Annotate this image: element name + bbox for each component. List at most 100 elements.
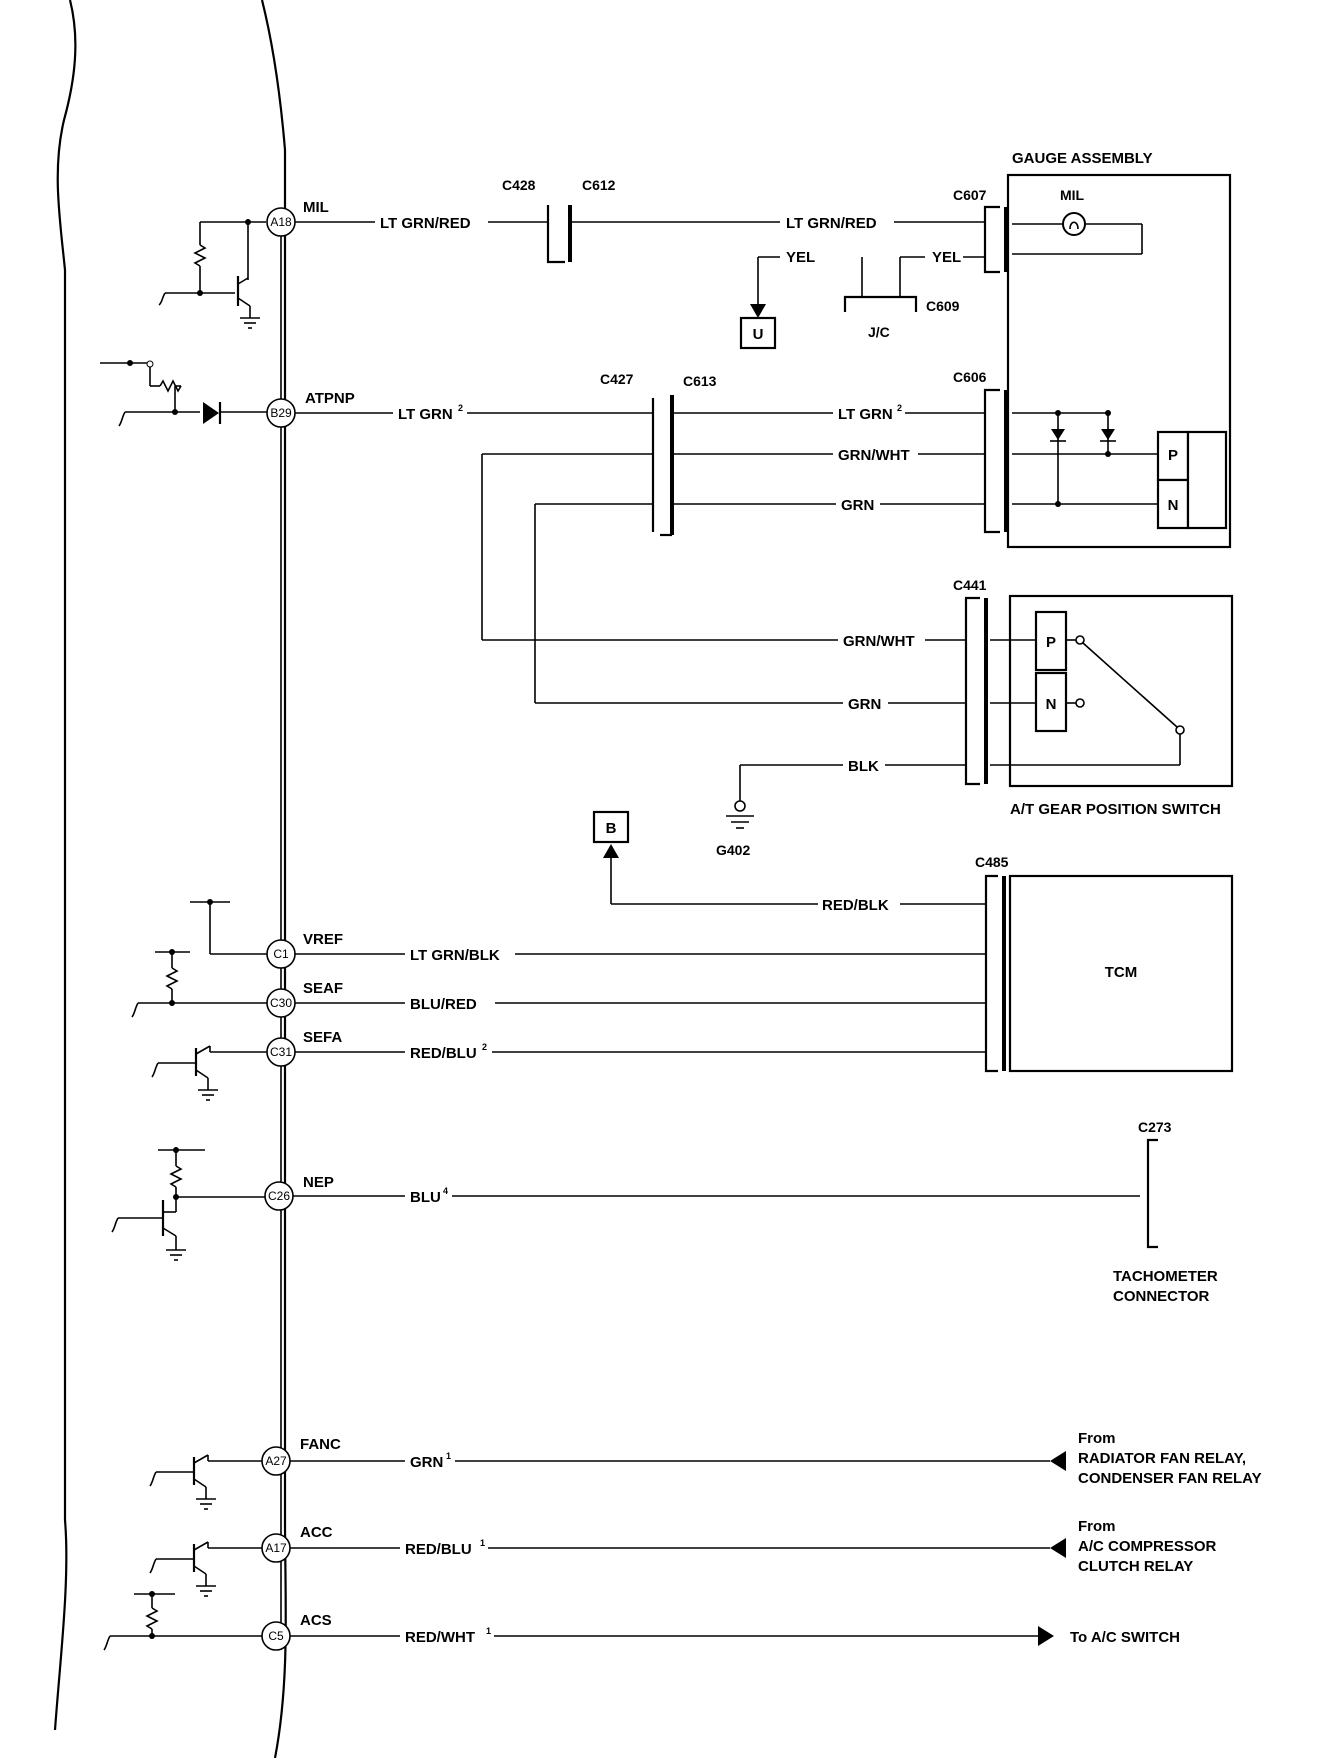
connector-c609: C609 [926,298,960,314]
ground-g402-icon [734,800,746,812]
b-reference-label: B [606,820,617,837]
mil-driver-circuit [158,219,266,329]
tachometer-connector-label-1: TACHOMETER [1113,1268,1218,1285]
u-reference-box [739,316,777,350]
fan-relay-label-1: RADIATOR FAN RELAY, [1078,1450,1246,1467]
b-arrow-icon [603,844,619,858]
tcm-box [1008,874,1234,1073]
terminal-c5-label: C5 [268,1629,284,1643]
mil-signal-name: MIL [303,199,329,216]
terminal-c1-label: C1 [273,947,289,961]
tachometer-connector-label-2: CONNECTOR [1113,1288,1210,1305]
fan-relay-label-2: CONDENSER FAN RELAY [1078,1470,1262,1487]
wire-label-red-blu-c31: RED/BLU [410,1045,477,1062]
wire-label-grn-wht-2: GRN/WHT [843,633,915,650]
wire-label-blu-red: BLU/RED [410,996,477,1013]
wire-label-grn-2: GRN [848,696,881,713]
u-arrow-icon [750,304,766,318]
terminal-c26-label: C26 [268,1189,290,1203]
atpnp-input-circuit [100,360,267,427]
at-switch-title: A/T GEAR POSITION SWITCH [1010,801,1221,818]
acc-relay-from: From [1078,1518,1116,1535]
jc-label: J/C [868,324,890,340]
acs-signal-name: ACS [300,1612,332,1629]
wire-label-lt-grn-b29: LT GRN [398,406,453,423]
wire-label-red-blu-c31-sup: 2 [482,1042,487,1052]
terminal-c31-label: C31 [270,1045,292,1059]
wire-label-yel-right: YEL [932,249,961,266]
connector-c273: C273 [1138,1119,1172,1135]
wire-label-lt-grn-b29-sup: 2 [458,403,463,413]
terminal-a27-label: A27 [265,1454,287,1468]
vref-signal-name: VREF [303,931,343,948]
g402-label: G402 [716,842,750,858]
seaf-signal-name: SEAF [303,980,343,997]
seaf-circuit [131,949,267,1018]
at-switch-internals [990,610,1185,766]
connector-c606: C606 [953,369,987,385]
wire-label-red-blu-a17-sup: 1 [480,1538,485,1548]
terminal-b29-label: B29 [270,406,292,420]
gauge-assembly-title: GAUGE ASSEMBLY [1012,150,1153,167]
fanc-signal-name: FANC [300,1436,341,1453]
gauge-pn-circuit [1012,410,1228,530]
mil-lamp-icon [1062,212,1086,236]
sefa-signal-name: SEFA [303,1029,342,1046]
nep-signal-name: NEP [303,1174,334,1191]
wire-label-grn-a27-sup: 1 [446,1451,451,1461]
acs-circuit [103,1591,262,1651]
ecm-outline [53,0,287,1758]
tcm-label: TCM [1105,964,1138,981]
jc-junction [843,295,918,312]
wire-label-blk: BLK [848,758,879,775]
mil-lamp-label: MIL [1060,187,1085,203]
wire-label-lt-grn-red-2: LT GRN/RED [786,215,877,232]
connector-c441: C441 [953,577,987,593]
from-arrow-icon-acc [1050,1538,1066,1558]
gauge-p-label: P [1168,447,1178,464]
wire-label-lt-grn-red: LT GRN/RED [380,215,471,232]
sefa-driver-circuit [151,1045,267,1101]
vref-circuit [190,899,267,955]
acc-relay-label-1: A/C COMPRESSOR [1078,1538,1217,1555]
u-reference-label: U [753,326,764,343]
wire-label-red-wht: RED/WHT [405,1629,475,1646]
connector-c485: C485 [975,854,1009,870]
acc-relay-label-2: CLUTCH RELAY [1078,1558,1193,1575]
wire-label-blu: BLU [410,1189,441,1206]
gauge-n-label: N [1168,497,1179,514]
acc-driver-circuit [149,1541,262,1597]
wire-label-yel-left: YEL [786,249,815,266]
acc-signal-name: ACC [300,1524,333,1541]
at-switch-p-label: P [1046,634,1056,651]
wire-label-grn-a27: GRN [410,1454,443,1471]
wire-label-lt-grn-gauge-sup: 2 [897,403,902,413]
at-switch-n-label: N [1046,696,1057,713]
wire-label-lt-grn-blk: LT GRN/BLK [410,947,500,964]
connector-c613: C613 [683,373,717,389]
b-reference-box [592,810,630,844]
from-arrow-icon-fan [1050,1451,1066,1471]
terminal-a18-label: A18 [270,215,292,229]
connector-c612: C612 [582,177,616,193]
to-arrow-icon-acs [1038,1626,1054,1646]
fan-relay-from: From [1078,1430,1116,1447]
ac-switch-label: To A/C SWITCH [1070,1629,1180,1646]
wire-label-grn-wht-1: GRN/WHT [838,447,910,464]
wire-label-red-blu-a17: RED/BLU [405,1541,472,1558]
connector-c607: C607 [953,187,987,203]
wire-label-red-blk: RED/BLK [822,897,889,914]
connector-c427: C427 [600,371,634,387]
atpnp-signal-name: ATPNP [305,390,355,407]
wire-label-grn-1: GRN [841,497,874,514]
connector-c428: C428 [502,177,536,193]
terminal-a17-label: A17 [265,1541,287,1555]
terminal-c30-label: C30 [270,996,292,1010]
diode-icon [203,402,219,424]
wire-label-blu-sup: 4 [443,1186,448,1196]
nep-driver-circuit [111,1147,267,1261]
wire-label-red-wht-sup: 1 [486,1626,491,1636]
fanc-driver-circuit [149,1454,262,1510]
wire-label-lt-grn-gauge: LT GRN [838,406,893,423]
